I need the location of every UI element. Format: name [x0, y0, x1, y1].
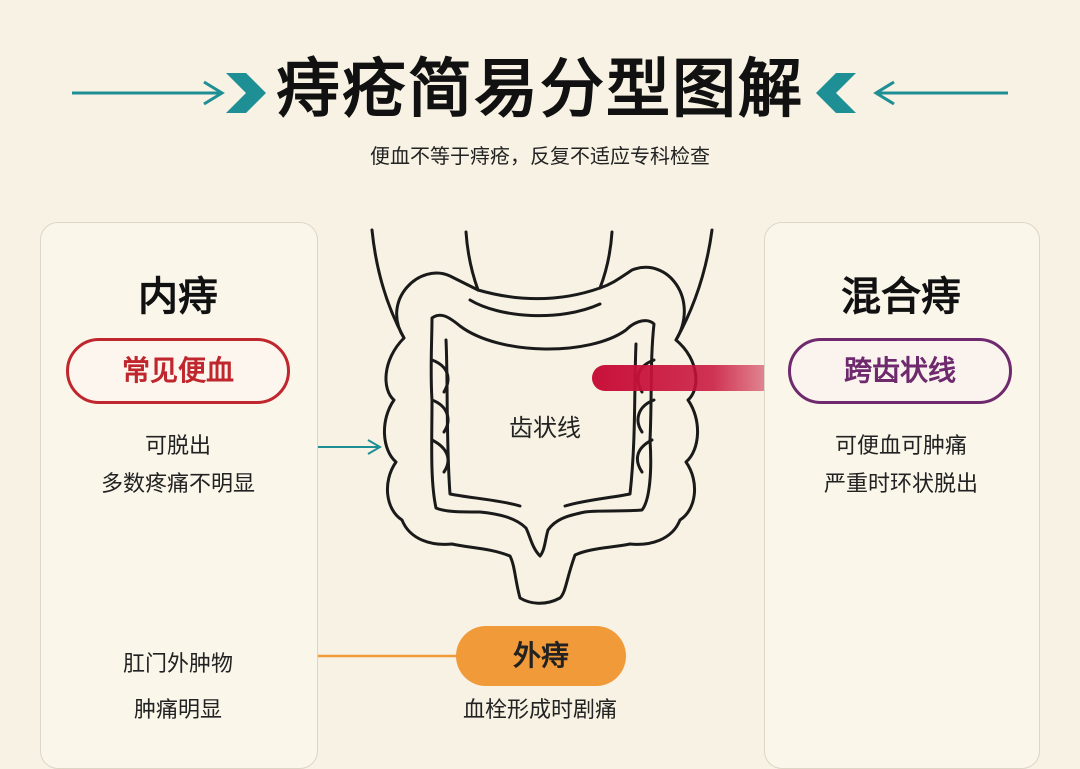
colon-illustration [370, 228, 714, 605]
mixed-pill: 跨齿状线 [788, 338, 1012, 404]
external-note-2: 肿痛明显 [133, 698, 222, 723]
internal-note-1: 可脱出 [144, 434, 211, 459]
right-chevron-icon [816, 73, 856, 113]
internal-note-2: 多数疼痛不明显 [100, 472, 255, 497]
mixed-panel [764, 222, 1040, 769]
mixed-note-1: 可便血可肿痛 [834, 434, 967, 459]
internal-panel [40, 222, 318, 769]
internal-title: 内痔 [138, 274, 218, 320]
internal-pill: 常见便血 [66, 338, 290, 404]
external-left-notes: 肛门外肿物 肿痛明显 [40, 642, 316, 734]
left-chevron-icon [226, 73, 266, 113]
right-header-arrow [873, 80, 1008, 106]
page-subtitle: 便血不等于痔疮，反复不适应专科检查 [370, 144, 710, 168]
mixed-title: 混合痔 [841, 274, 961, 320]
mixed-indicator-bar [592, 365, 812, 391]
mixed-note-2: 严重时环状脱出 [823, 472, 978, 497]
external-note-1: 肛门外肿物 [122, 652, 233, 677]
internal-notes: 可脱出 多数疼痛不明显 [40, 428, 316, 504]
mixed-notes: 可便血可肿痛 严重时环状脱出 [764, 428, 1038, 504]
page-title: 痔疮简易分型图解 [276, 53, 804, 127]
external-pill: 外痔 [456, 626, 626, 686]
dentate-line-label: 齿状线 [509, 414, 581, 442]
left-header-arrow [72, 80, 225, 106]
external-note-below: 血栓形成时剧痛 [462, 698, 617, 723]
